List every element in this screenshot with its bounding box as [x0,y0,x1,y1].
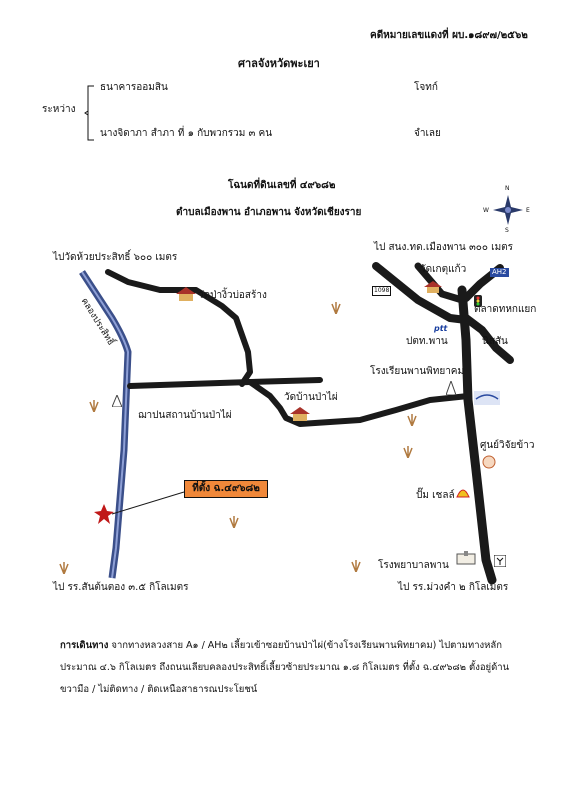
directions-line-2: ประมาณ ๔.๖ กิโลเมตร ถึงถนนเลียบคลองประสิ… [60,662,510,673]
plot-marker-icon [94,504,114,524]
deed-location: ตำบลเมืองพาน อำเภอพาน จังหวัดเชียงราย [176,207,362,218]
grass-icon [331,302,341,314]
temple-icon [290,406,310,421]
compass-s: S [505,227,509,234]
defendant-role: จำเลย [414,128,441,139]
party-bracket [84,85,94,141]
label-to-school-san: ไป รร.สันต้นตอง ๓.๕ กิโลเมตร [53,582,189,593]
defendant-name: นางจิดาภา สำภา ที่ ๑ กับพวกรวม ๓ คน [100,128,273,139]
grass-icon [59,562,69,574]
compass-w: W [483,207,489,214]
route-ah2-sign: AH2 [490,268,509,277]
label-market: ตลาดทหกแยก [474,304,537,315]
school-pin-icon [445,379,457,396]
label-wat-ket: วัดเกตุแก้ว [420,264,467,275]
rice-center-icon [482,454,496,469]
ptt-logo: ptt [434,324,448,333]
grass-icon [229,516,239,528]
between-label: ระหว่าง [42,104,76,115]
label-ptt: ปตท.พาน [406,336,448,347]
grass-icon [89,400,99,412]
shrine-icon [111,392,123,408]
hospital-icon [456,550,476,565]
compass-e: E [526,207,530,214]
label-shell: ปั๊ม เชลล์ [416,490,455,501]
highway-ah2 [457,285,497,585]
temple-icon [176,286,196,301]
case-number: คดีหมายเลขแดงที่ ผบ.๑๘๙๗/๒๕๖๒ [370,30,528,41]
compass-rose: N S E W [483,185,530,234]
road-nissan [462,314,514,364]
grass-icon [407,414,417,426]
road-to-police [372,262,470,324]
plaintiff-name: ธนาคารออมสิน [100,82,168,93]
label-wat-pa-chuay: วัดป่างิ้วบ่อสร้าง [198,290,267,301]
label-school: โรงเรียนพานพิทยาคม [370,366,465,377]
label-shrine: ฌาปนสถานบ้านป่าไผ่ [138,410,232,421]
road-ban-pa-phai [247,379,471,427]
label-nissan: นิสสัน [482,336,508,347]
road-north [105,269,253,387]
sign-icon [493,552,507,568]
directions-text-1: จากทางหลวงสาย A๑ / AH๒ เลี้ยวเข้าซอยบ้าน… [111,640,502,651]
wat-ket-icon [424,278,442,293]
plot-label-box: ที่ตั้ง ฉ.๔๙๖๘๒ [184,480,268,498]
grass-icon [403,446,413,458]
label-rice-center: ศูนย์วิจัยข้าว [480,440,535,451]
traffic-light-icon [474,292,482,307]
compass-n: N [505,185,510,192]
grass-icon [351,560,361,572]
school-logo-icon [474,390,500,405]
label-hospital: โรงพยาบาลพาน [378,560,449,571]
plot-pointer-line [111,491,185,515]
deed-title: โฉนดที่ดินเลขที่ ๔๙๖๘๒ [228,180,336,191]
label-to-wat-huai: ไปวัดห้วยประสิทธิ์ ๖๐๐ เมตร [53,252,178,263]
court-name: ศาลจังหวัดพะเยา [238,57,320,70]
route-1098-sign: 1098 [372,286,392,296]
shell-icon [456,484,470,498]
directions-line-1: การเดินทาง จากทางหลวงสาย A๑ / AH๒ เลี้ยว… [60,640,502,652]
directions-line-3: ขวามือ / ไม่ติดทาง / ติดเหนือสาธารณประโย… [60,684,258,695]
label-to-school-muang: ไป รร.ม่วงคำ ๒ กิโลเมตร [398,582,509,593]
road-to-wat-ket [414,262,466,304]
directions-label: การเดินทาง [60,640,109,651]
plaintiff-role: โจทก์ [414,82,438,93]
label-wat-ban-pa-phai: วัดบ้านป่าไผ่ [284,392,338,403]
road-west-east [127,377,323,389]
label-to-police: ไป สนง.ทด.เมืองพาน ๓๐๐ เมตร [374,242,514,253]
